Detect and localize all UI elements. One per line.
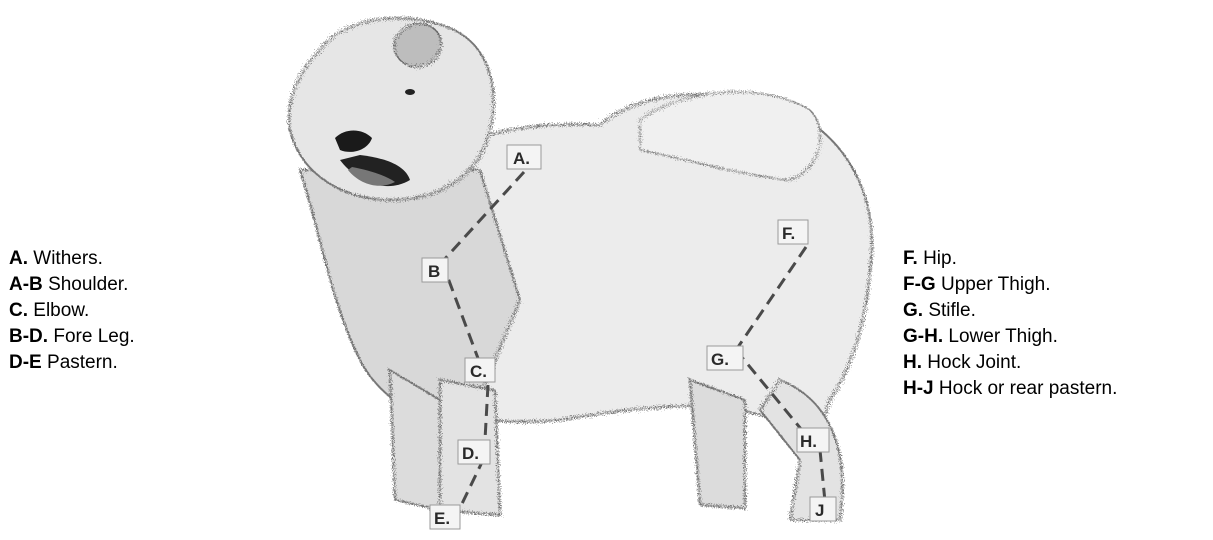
point-d: D.	[458, 440, 490, 464]
point-label-d: D.	[462, 444, 479, 463]
point-c: C.	[465, 358, 495, 382]
point-h: H.	[797, 428, 829, 452]
point-label-j: J	[815, 501, 824, 520]
point-f: F.	[778, 220, 808, 244]
point-j: J	[810, 497, 836, 521]
point-e: E.	[430, 505, 460, 529]
point-label-b: B	[428, 262, 440, 281]
point-label-c: C.	[470, 362, 487, 381]
point-label-g: G.	[711, 350, 729, 369]
point-b: B	[422, 258, 448, 282]
dog-silhouette	[289, 18, 872, 520]
point-label-a: A.	[513, 149, 530, 168]
point-label-h: H.	[800, 432, 817, 451]
point-label-f: F.	[782, 224, 795, 243]
point-g: G.	[707, 346, 743, 370]
point-a: A.	[507, 145, 541, 169]
point-label-e: E.	[434, 509, 450, 528]
